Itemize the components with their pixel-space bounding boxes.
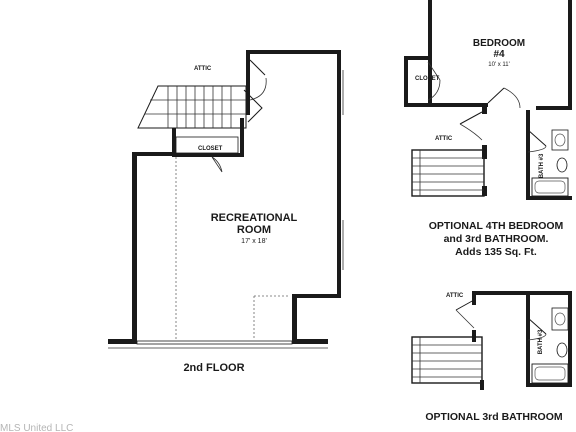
- closet-west-wall: [172, 128, 176, 156]
- ob-sink: [554, 312, 566, 326]
- ob-hall-stub-1: [472, 291, 476, 305]
- option-bath-plan: ATTIC BATH #3 OPTIONAL 3rd BATHROOM: [411, 291, 572, 423]
- bd-closet-top: [404, 56, 432, 60]
- bedroom-south-wall-right: [536, 106, 572, 110]
- ob-hall-stub-3: [480, 380, 484, 390]
- west-wall: [132, 152, 137, 344]
- ob-north-wall: [472, 291, 572, 295]
- bedroom-name-line2: #4: [493, 49, 505, 60]
- option-bedroom-caption-1: OPTIONAL 4TH BEDROOM: [429, 220, 564, 232]
- option-bath-stairs: [411, 336, 483, 384]
- watermark-text: MLS United LLC: [0, 423, 73, 432]
- closet-door-arc: [211, 156, 223, 173]
- hall-stub-1: [482, 104, 487, 114]
- ob-east-wall: [568, 291, 572, 387]
- bedroom-south-wall-left: [428, 103, 488, 107]
- option-bath-caption: OPTIONAL 3rd BATHROOM: [425, 411, 563, 423]
- bedroom-door-arc: [503, 87, 521, 109]
- bath-south-wall: [526, 196, 572, 200]
- ob-bath-door-arc: [527, 333, 547, 341]
- ob-bathtub-basin: [534, 366, 566, 381]
- bd-closet-bottom: [404, 103, 432, 107]
- bedroom-door: [487, 87, 505, 104]
- opt-attic-label: ATTIC: [435, 136, 453, 142]
- attic-door: [249, 59, 266, 76]
- bath-west-wall: [526, 110, 530, 200]
- ob-bath-west-wall: [526, 291, 530, 387]
- bath-door-arc: [527, 145, 547, 153]
- south-wall-right: [292, 339, 328, 344]
- bathtub: [531, 177, 569, 197]
- main-stairs: [137, 85, 247, 129]
- closet-label: CLOSET: [198, 146, 223, 152]
- ob-hall-stub-2: [472, 330, 476, 342]
- ob-vanity: [551, 307, 569, 331]
- attic-door-opt-arc: [459, 123, 483, 141]
- bedroom-size: 10' x 11': [488, 62, 510, 68]
- stair-door: [243, 89, 263, 123]
- toilet: [556, 157, 568, 173]
- ob-south-wall: [526, 383, 572, 387]
- ob-attic-door-arc: [455, 309, 475, 329]
- bd-closet-label: CLOSET: [415, 76, 440, 82]
- bathtub-basin: [534, 180, 566, 194]
- room-size: 17' x 18': [241, 238, 267, 245]
- north-wall: [246, 50, 341, 54]
- room-name-line2: ROOM: [237, 224, 271, 236]
- sink: [554, 133, 566, 147]
- attic-door-opt: [459, 111, 483, 125]
- bedroom-name-line1: BEDROOM: [473, 38, 525, 49]
- attic-label: ATTIC: [194, 66, 212, 72]
- option-bedroom-caption-2: and 3rd BATHROOM.: [444, 233, 549, 245]
- south-opening-sill: [136, 340, 293, 345]
- opt-bath-label: BATH #3: [539, 153, 545, 178]
- closet-south-wall: [172, 153, 244, 157]
- ob-toilet: [556, 342, 568, 358]
- bedroom-west-wall: [428, 0, 432, 106]
- option-bedroom-plan: BEDROOM #4 10' x 11' CLOSET ATTIC BATH #…: [404, 0, 572, 258]
- ob-attic-door: [455, 299, 475, 311]
- east-wall: [337, 50, 341, 298]
- stair-landing-wall: [132, 152, 176, 156]
- ob-attic-label: ATTIC: [446, 293, 464, 299]
- bump-wall-vertical: [292, 296, 297, 342]
- closet-east-wall: [240, 118, 244, 157]
- ob-bath-label: BATH #3: [538, 329, 544, 354]
- option-bedroom-stairs: [411, 149, 485, 197]
- bd-closet-door: [427, 61, 441, 101]
- ob-bathtub: [531, 363, 569, 384]
- option-bedroom-caption-3: Adds 135 Sq. Ft.: [455, 246, 537, 258]
- bd-closet-west: [404, 56, 408, 107]
- vanity: [551, 129, 569, 151]
- dashed-bump-line: [253, 295, 290, 338]
- main-floor-plan: ATTIC CLOSET RECREATIONAL ROOM 17' x 18'…: [108, 50, 344, 374]
- attic-door-arc: [249, 77, 267, 101]
- floor-label: 2nd FLOOR: [183, 362, 244, 374]
- ob-bath-door: [527, 317, 547, 335]
- room-name-line1: RECREATIONAL: [211, 212, 298, 224]
- south-wall-left: [108, 339, 137, 344]
- attic-wall: [246, 50, 250, 115]
- bump-wall-horizontal: [292, 294, 340, 298]
- bath-door: [527, 129, 547, 147]
- closet-box: [175, 136, 239, 154]
- bedroom-east-wall: [568, 0, 572, 110]
